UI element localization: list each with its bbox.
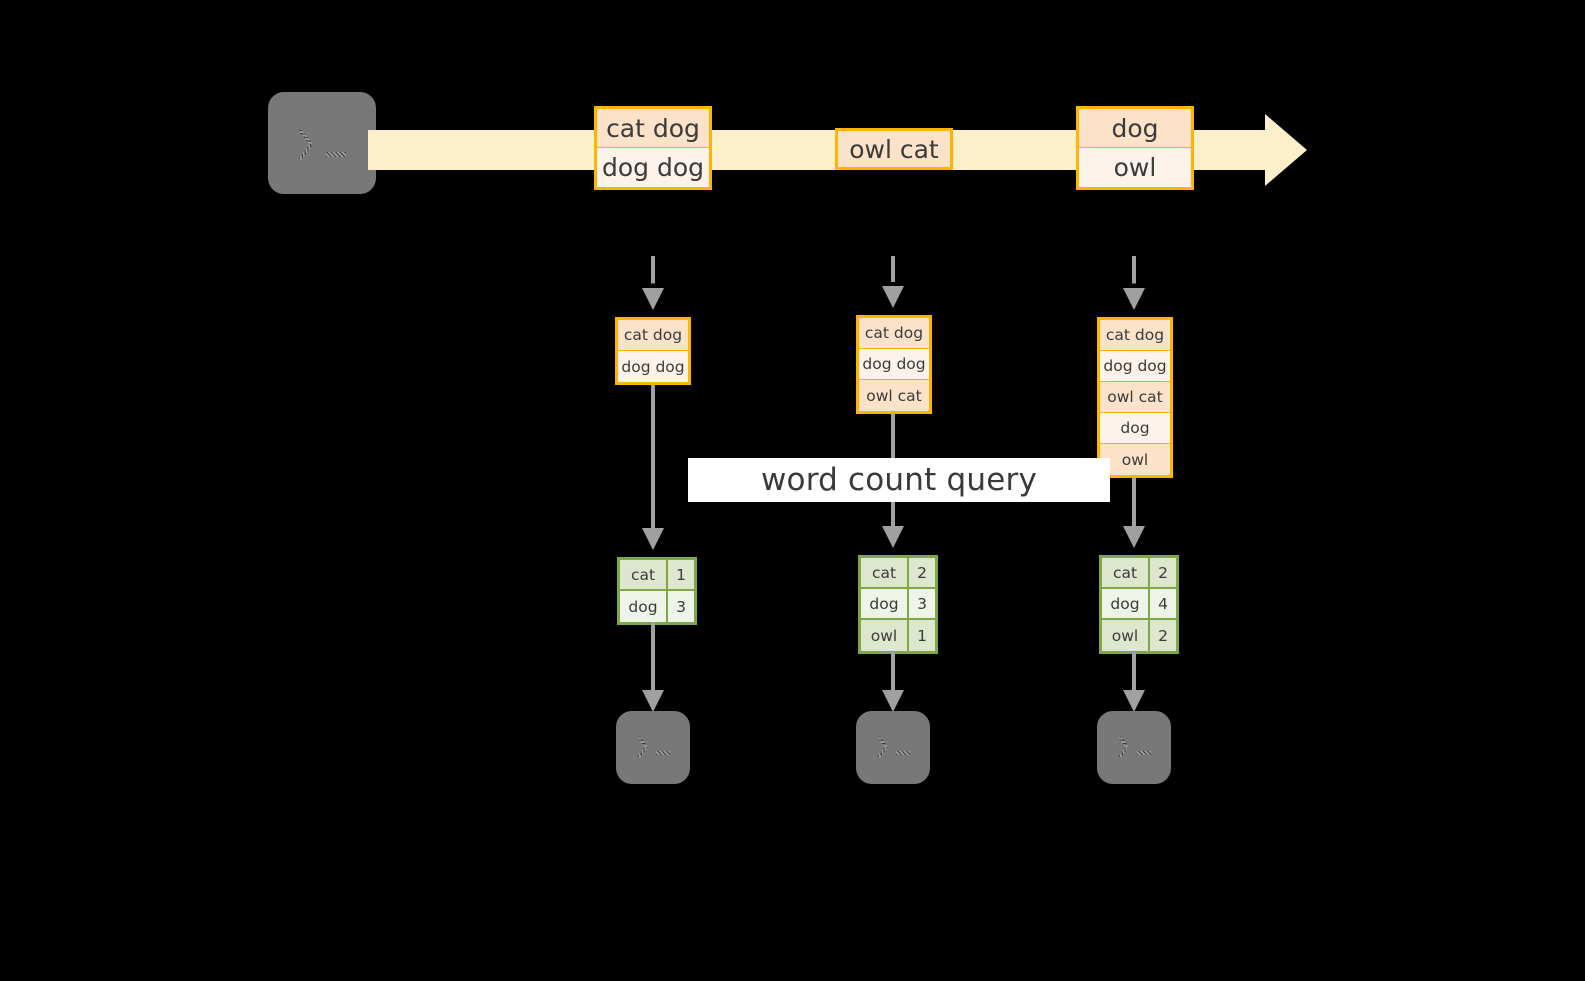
snapshot-3-count-2: 4 bbox=[1150, 589, 1176, 618]
snapshot-2-tap-arrowhead bbox=[882, 286, 904, 308]
prompt-chevron-upper-icon bbox=[637, 736, 648, 748]
prompt-chevron-upper-icon bbox=[298, 128, 313, 146]
snapshot-1-input-line-1: cat dog bbox=[618, 320, 688, 351]
snapshot-2-word-2: dog bbox=[861, 589, 909, 618]
stream-message-1-line-1: cat dog bbox=[597, 109, 709, 149]
snapshot-3-tap-arrowhead bbox=[1123, 288, 1145, 310]
snapshot-3-word-3: owl bbox=[1102, 620, 1150, 651]
prompt-chevron-lower-icon bbox=[877, 746, 888, 758]
snapshot-2-word-3: owl bbox=[861, 620, 909, 651]
snapshot-1-input-box[interactable]: cat dog dog dog bbox=[615, 317, 691, 385]
snapshot-3-input-box[interactable]: cat dog dog dog owl cat dog owl bbox=[1097, 317, 1173, 478]
snapshot-1-sink-arrowhead bbox=[642, 690, 664, 712]
table-row: cat 2 bbox=[1102, 558, 1176, 589]
terminal-screen bbox=[1107, 721, 1161, 774]
stream-message-3-line-1: dog bbox=[1079, 109, 1191, 149]
table-row: cat 1 bbox=[620, 560, 694, 591]
table-row: dog 4 bbox=[1102, 589, 1176, 620]
snapshot-3-sink-terminal-icon bbox=[1091, 705, 1177, 790]
stream-message-3-line-2: owl bbox=[1079, 148, 1191, 187]
snapshot-3-tap-line bbox=[1132, 256, 1136, 300]
stream-message-1-line-2: dog dog bbox=[597, 148, 709, 187]
prompt-chevron-lower-icon bbox=[637, 746, 648, 758]
snapshot-1-tap-arrowhead bbox=[642, 288, 664, 310]
stream-message-1[interactable]: cat dog dog dog bbox=[594, 106, 712, 190]
prompt-underscore-icon bbox=[1137, 751, 1151, 755]
snapshot-3-sink-arrowhead bbox=[1123, 690, 1145, 712]
snapshot-1-tap-line bbox=[651, 256, 655, 300]
snapshot-2-sink-line bbox=[891, 652, 895, 696]
snapshot-2-count-3: 1 bbox=[909, 620, 935, 651]
terminal-screen bbox=[626, 721, 680, 774]
prompt-underscore-icon bbox=[896, 751, 910, 755]
snapshot-3-word-1: cat bbox=[1102, 558, 1150, 587]
snapshot-2-count-2: 3 bbox=[909, 589, 935, 618]
prompt-chevron-lower-icon bbox=[298, 143, 313, 161]
snapshot-1-word-2: dog bbox=[620, 591, 668, 622]
table-row: dog 3 bbox=[861, 589, 935, 620]
snapshot-2-sink-arrowhead bbox=[882, 690, 904, 712]
snapshot-3-input-line-1: cat dog bbox=[1100, 320, 1170, 351]
snapshot-3-count-1: 2 bbox=[1150, 558, 1176, 587]
table-row: dog 3 bbox=[620, 591, 694, 622]
stream-message-3[interactable]: dog owl bbox=[1076, 106, 1194, 190]
prompt-underscore-icon bbox=[656, 751, 670, 755]
snapshot-3-count-3: 2 bbox=[1150, 620, 1176, 651]
source-terminal-icon bbox=[262, 86, 382, 200]
stream-message-2[interactable]: owl cat bbox=[835, 128, 953, 170]
snapshot-3-input-line-3: owl cat bbox=[1100, 382, 1170, 413]
snapshot-1-input-line-2: dog dog bbox=[618, 351, 688, 382]
prompt-underscore-icon bbox=[326, 152, 346, 157]
snapshot-2-input-line-2: dog dog bbox=[859, 349, 929, 380]
table-row: owl 2 bbox=[1102, 620, 1176, 651]
snapshot-2-word-1: cat bbox=[861, 558, 909, 587]
snapshot-2-input-box[interactable]: cat dog dog dog owl cat bbox=[856, 315, 932, 414]
snapshot-1-sink-line bbox=[651, 622, 655, 696]
prompt-chevron-upper-icon bbox=[1118, 736, 1129, 748]
terminal-screen bbox=[866, 721, 920, 774]
snapshot-2-result-table[interactable]: cat 2 dog 3 owl 1 bbox=[858, 555, 938, 654]
table-row: owl 1 bbox=[861, 620, 935, 651]
snapshot-3-input-line-2: dog dog bbox=[1100, 351, 1170, 382]
snapshot-2-tap-line bbox=[891, 256, 895, 298]
snapshot-3-word-2: dog bbox=[1102, 589, 1150, 618]
stream-arrow-head bbox=[1265, 114, 1307, 186]
snapshot-2-count-1: 2 bbox=[909, 558, 935, 587]
snapshot-3-query-line bbox=[1132, 478, 1136, 534]
word-count-query-banner: word count query bbox=[688, 458, 1110, 502]
snapshot-3-query-arrowhead bbox=[1123, 526, 1145, 548]
table-row: cat 2 bbox=[861, 558, 935, 589]
snapshot-1-result-table[interactable]: cat 1 dog 3 bbox=[617, 557, 697, 625]
snapshot-3-input-line-4: dog bbox=[1100, 413, 1170, 444]
snapshot-2-input-line-3: owl cat bbox=[859, 380, 929, 411]
snapshot-2-input-line-1: cat dog bbox=[859, 318, 929, 349]
snapshot-3-sink-line bbox=[1132, 652, 1136, 696]
snapshot-2-query-arrowhead bbox=[882, 526, 904, 548]
terminal-screen bbox=[278, 102, 366, 184]
prompt-chevron-lower-icon bbox=[1118, 746, 1129, 758]
snapshot-1-word-1: cat bbox=[620, 560, 668, 589]
snapshot-1-query-arrowhead bbox=[642, 528, 664, 550]
snapshot-1-sink-terminal-icon bbox=[610, 705, 696, 790]
snapshot-2-sink-terminal-icon bbox=[850, 705, 936, 790]
prompt-chevron-upper-icon bbox=[877, 736, 888, 748]
snapshot-1-query-line bbox=[651, 385, 655, 535]
word-count-query-label: word count query bbox=[760, 462, 1038, 498]
snapshot-1-count-2: 3 bbox=[668, 591, 694, 622]
stream-message-2-line-1: owl cat bbox=[838, 131, 950, 167]
snapshot-3-result-table[interactable]: cat 2 dog 4 owl 2 bbox=[1099, 555, 1179, 654]
snapshot-3-input-line-5: owl bbox=[1100, 444, 1170, 475]
snapshot-1-count-1: 1 bbox=[668, 560, 694, 589]
